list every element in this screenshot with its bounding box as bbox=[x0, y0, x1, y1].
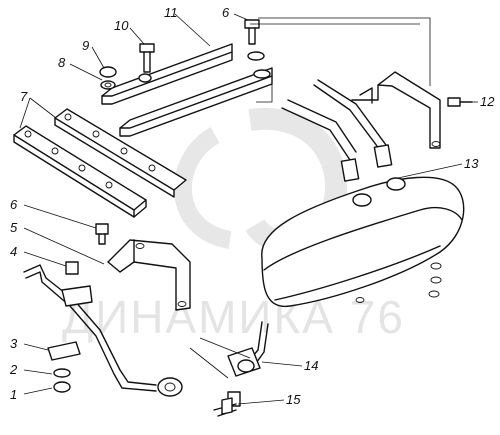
callout-3: 3 bbox=[10, 336, 18, 351]
callout-6-upper: 6 bbox=[222, 5, 230, 20]
part-7-mounting-strips bbox=[13, 108, 187, 218]
callout-6-lower: 6 bbox=[10, 197, 18, 212]
callout-labels: 1 2 3 4 5 6 6 7 8 9 10 11 12 13 14 15 bbox=[9, 5, 495, 407]
parts-1-4-pipe-and-clamp bbox=[23, 261, 183, 397]
part-15-tap bbox=[213, 391, 241, 417]
callout-7: 7 bbox=[20, 89, 28, 104]
callout-14: 14 bbox=[304, 358, 318, 373]
callout-12: 12 bbox=[480, 94, 495, 109]
callout-13: 13 bbox=[464, 156, 479, 171]
callout-2: 2 bbox=[9, 362, 18, 377]
callout-4: 4 bbox=[10, 244, 17, 259]
callout-10: 10 bbox=[114, 18, 129, 33]
callout-9: 9 bbox=[82, 38, 89, 53]
part-14-drain-valve bbox=[227, 321, 269, 377]
group-bracket-lines bbox=[189, 17, 431, 379]
callout-15: 15 bbox=[286, 392, 301, 407]
fasteners-group-top bbox=[99, 19, 271, 90]
callout-11: 11 bbox=[164, 5, 178, 20]
part-11-strips bbox=[101, 43, 273, 137]
part-5-bracket bbox=[107, 239, 191, 311]
connector-cables bbox=[281, 79, 393, 182]
callout-8: 8 bbox=[58, 55, 66, 70]
part-6-bolt-lower bbox=[95, 223, 109, 245]
part-12-bracket bbox=[351, 71, 473, 149]
part-13-tank bbox=[261, 176, 465, 307]
callout-leaders bbox=[19, 13, 478, 405]
callout-5: 5 bbox=[10, 220, 18, 235]
watermark-text: ДИНАМИКА 76 bbox=[62, 291, 405, 343]
callout-1: 1 bbox=[10, 387, 17, 402]
